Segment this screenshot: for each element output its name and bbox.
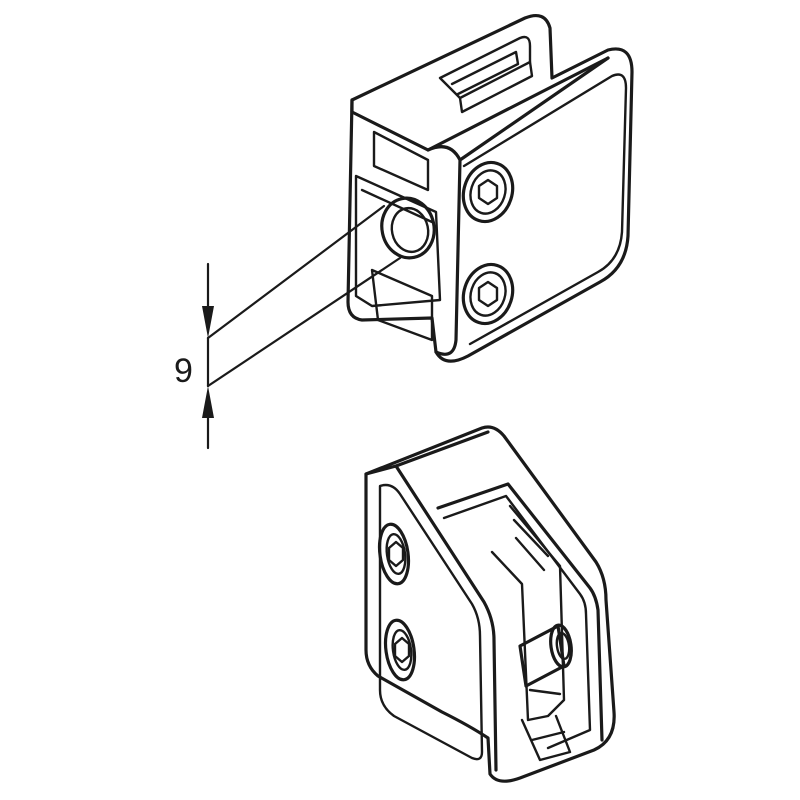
hex-socket-screw-icon <box>377 522 411 586</box>
bore-hole <box>380 196 436 260</box>
dimension-9: 9 <box>174 204 402 450</box>
lower-clamp-front-plate <box>364 464 498 772</box>
extension-line-top <box>206 204 386 340</box>
lower-clamp-base-groove <box>520 714 572 762</box>
lower-clamp-front-plate-inner <box>378 483 484 761</box>
upper-clamp-jaw-slot-depth <box>458 60 534 114</box>
upper-clamp-jaw-slot <box>438 35 532 100</box>
lower-clamp-channel <box>490 504 566 722</box>
upper-clamp-body-outline <box>346 14 634 363</box>
upper-clamp-side-slot-bottom <box>370 268 434 342</box>
pin-end-inner <box>555 631 571 661</box>
lower-clamp-channel-rib <box>512 518 562 696</box>
upper-clamp-front-plate-inner <box>462 73 628 346</box>
upper-clamp-side-slot-top <box>372 130 430 192</box>
hex-socket-screw-icon <box>461 262 515 326</box>
lower-clamp-back-plate-inner <box>442 494 592 750</box>
lower-clamp-screws <box>377 522 417 682</box>
upper-clamp-bore <box>380 196 436 260</box>
lower-clamp <box>364 425 616 783</box>
hex-socket-screw-icon <box>383 618 417 682</box>
pin-end <box>549 623 573 669</box>
upper-clamp-screws <box>461 160 515 326</box>
upper-clamp-top-edge <box>350 56 610 152</box>
upper-clamp-front-plate <box>426 56 610 356</box>
dimension-label: 9 <box>174 352 193 390</box>
extension-line-bottom <box>206 256 402 388</box>
lower-clamp-pin <box>518 623 573 688</box>
dimension-arrow-up-icon <box>202 386 214 418</box>
lower-clamp-body-outline <box>364 425 616 783</box>
dimension-arrow-down-icon <box>202 306 214 338</box>
upper-clamp <box>346 14 634 363</box>
lower-clamp-back-plate <box>394 430 604 742</box>
bore-hole-inner <box>390 206 430 254</box>
hex-socket-screw-icon <box>461 160 515 224</box>
